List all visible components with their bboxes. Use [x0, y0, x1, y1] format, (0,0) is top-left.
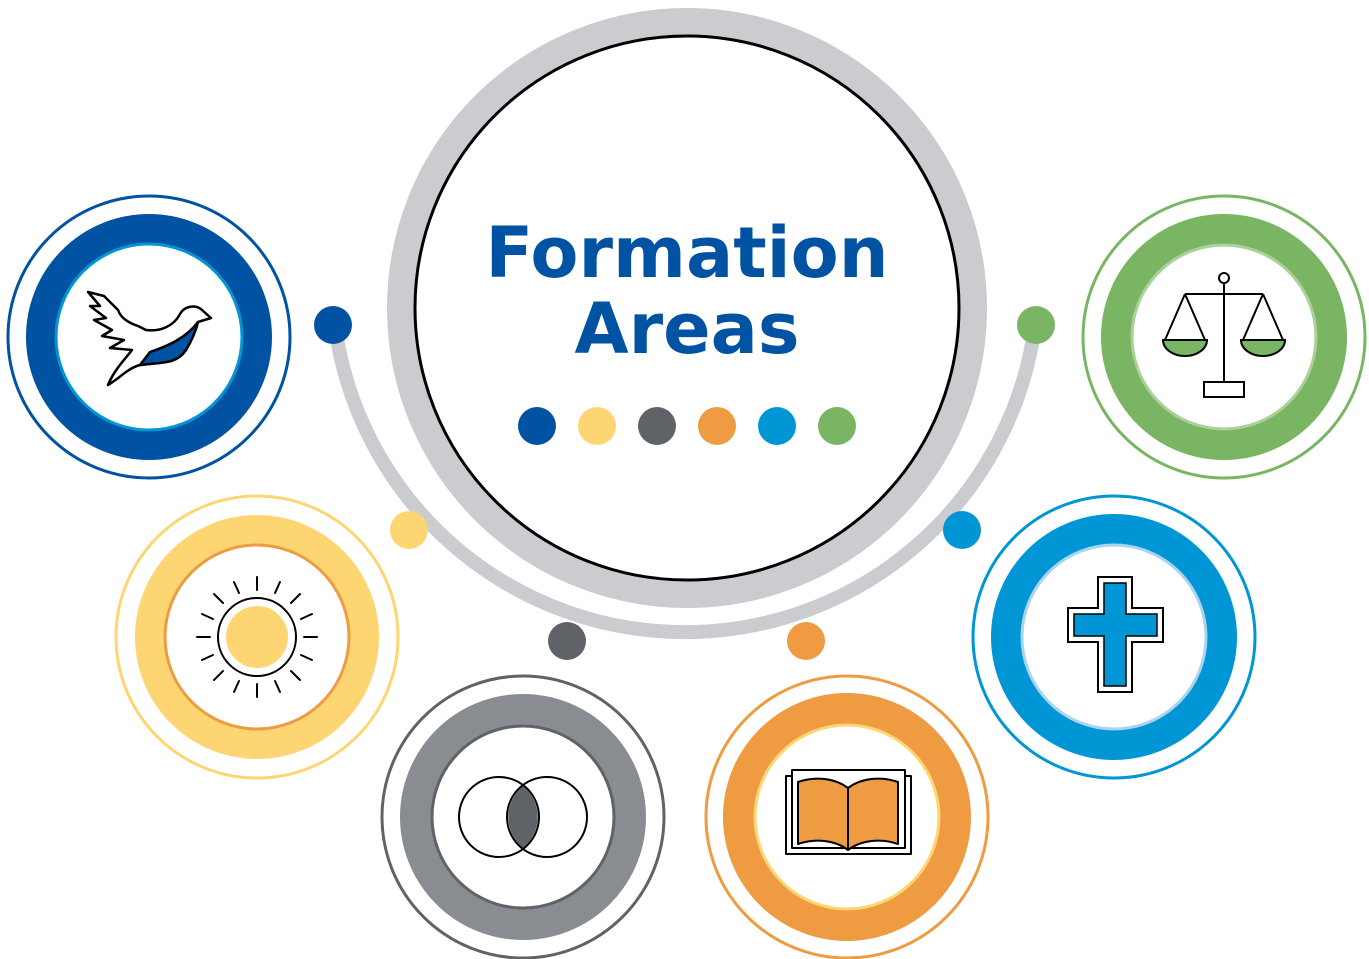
dot-sky	[758, 407, 796, 445]
area-cross	[971, 494, 1257, 780]
center-color-dots	[518, 407, 856, 445]
connector-dot-green	[1017, 306, 1055, 344]
area-dove	[6, 194, 292, 480]
dot-yellow	[578, 407, 616, 445]
scales-icon	[1161, 272, 1287, 398]
connector-dot-sky	[943, 511, 981, 549]
title-line-1: Formation	[485, 212, 889, 294]
connector-dot-blue	[314, 306, 352, 344]
area-overlapping-circles	[380, 674, 666, 959]
dot-blue	[518, 407, 556, 445]
title-line-2: Areas	[574, 288, 800, 370]
area-open-book	[704, 674, 990, 959]
sun-icon	[196, 576, 318, 698]
center-circle	[387, 8, 987, 608]
cross-icon	[1067, 576, 1164, 693]
dove-icon	[86, 290, 213, 387]
dot-green	[818, 407, 856, 445]
connector-dot-orange	[787, 622, 825, 660]
center-title: Formation Areas	[437, 215, 937, 367]
connector-arc	[328, 324, 1042, 639]
area-scales	[1081, 194, 1367, 480]
connector-dot-yellow	[390, 511, 428, 549]
overlapping-circles-icon	[458, 776, 588, 858]
dot-orange	[698, 407, 736, 445]
open-book-icon	[785, 769, 912, 855]
connector-dot-gray	[548, 622, 586, 660]
dot-gray	[638, 407, 676, 445]
area-sun	[114, 494, 400, 780]
